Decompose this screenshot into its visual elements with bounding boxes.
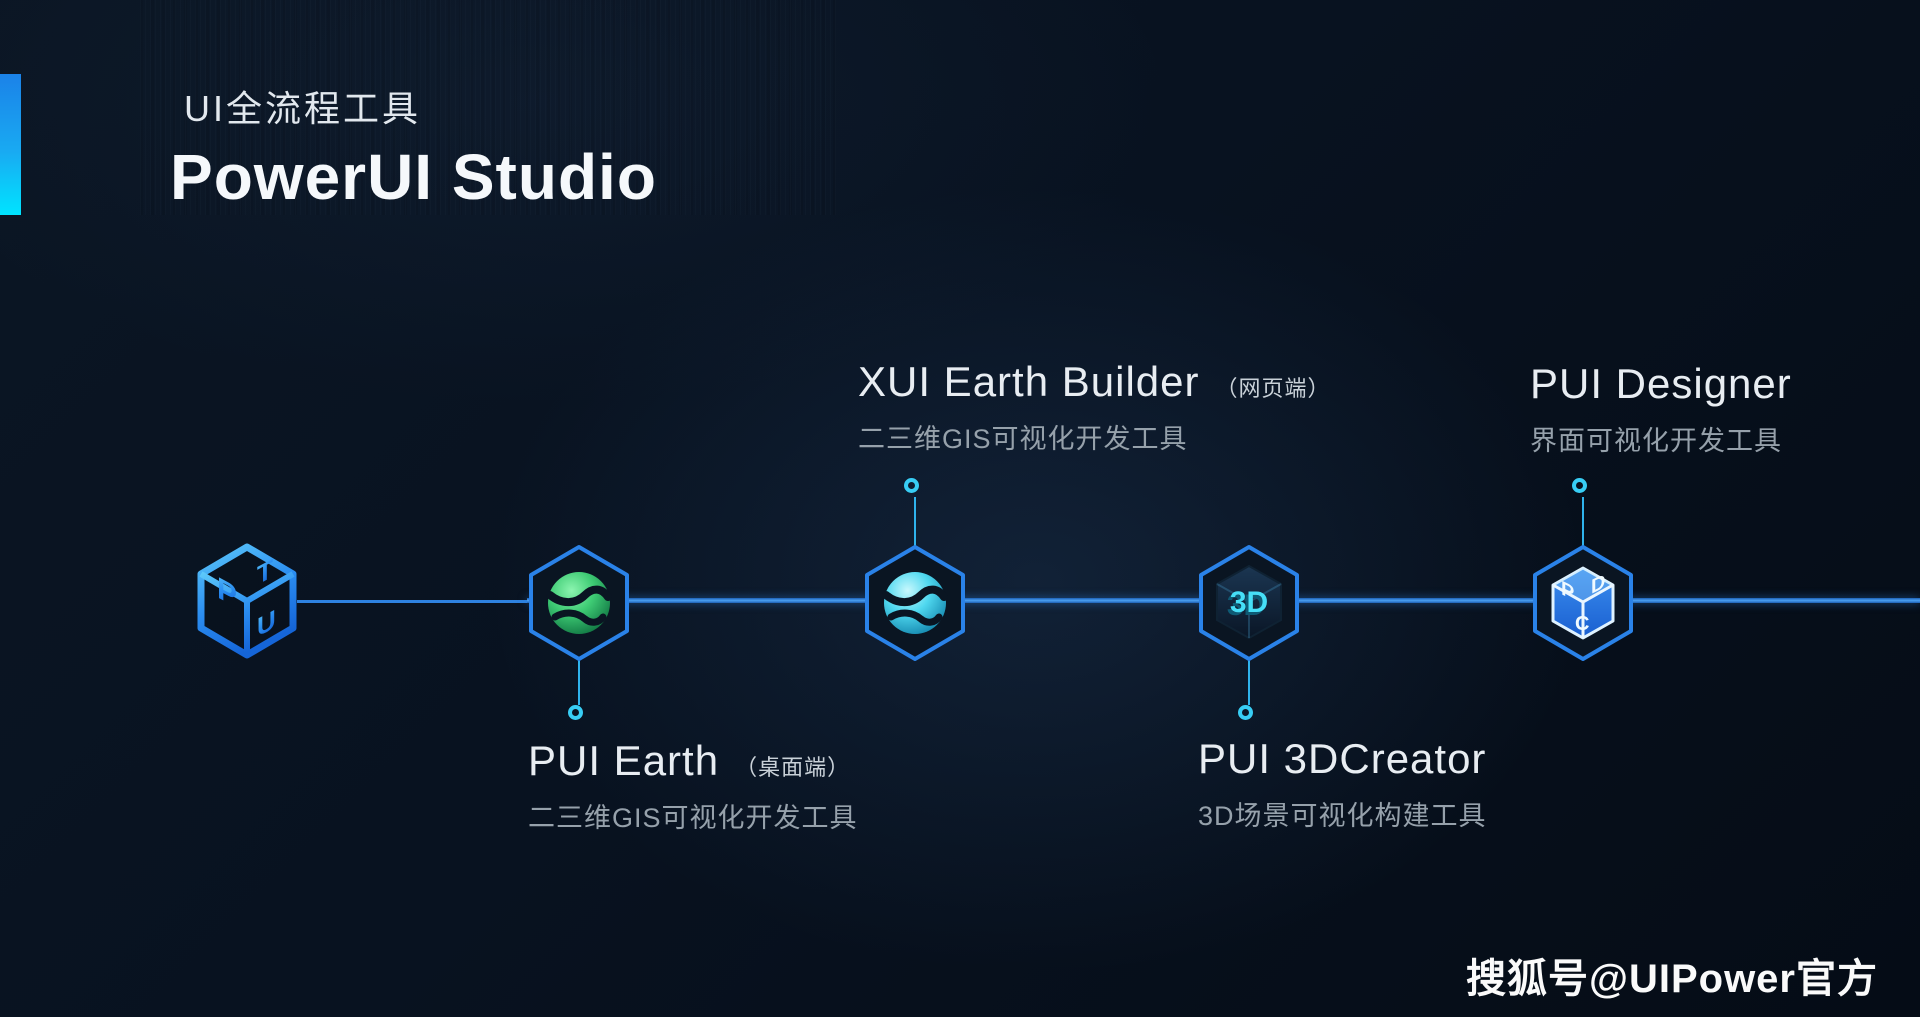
product-desc: 界面可视化开发工具	[1530, 426, 1782, 456]
accent-bar	[0, 74, 21, 215]
product-title: PUI Earth	[528, 737, 720, 784]
product-platform: （桌面端）	[735, 755, 851, 780]
product-desc: 二三维GIS可视化开发工具	[858, 424, 1188, 454]
logo-letter-u: U	[257, 604, 276, 643]
product-title: XUI Earth Builder	[858, 358, 1200, 405]
stem-pui-earth	[578, 659, 580, 705]
header: UI全流程工具 PowerUI Studio	[170, 80, 657, 214]
3d-text-shadow: 3D	[1227, 589, 1265, 622]
3d-cube-icon: 3D 3D	[1216, 564, 1282, 640]
hex-node-pui-3dcreator: 3D 3D	[1197, 544, 1301, 662]
label-pui-designer: PUI Designer 界面可视化开发工具	[1530, 360, 1792, 458]
powerui-logo-icon: P T U	[195, 543, 299, 661]
watermark: 搜狐号@UIPower官方	[1465, 957, 1878, 1001]
ring-node-pui-designer	[1572, 478, 1587, 493]
hex-node-pui-earth	[527, 544, 631, 662]
hex-node-pui-designer: P D C	[1531, 544, 1635, 662]
pdc-cube-icon: P D C	[1551, 566, 1615, 640]
label-pui-3dcreator: PUI 3DCreator 3D场景可视化构建工具	[1198, 735, 1487, 833]
page-subtitle: UI全流程工具	[184, 88, 422, 129]
product-desc: 二三维GIS可视化开发工具	[528, 803, 858, 833]
page-title: PowerUI Studio	[170, 141, 657, 213]
product-title: PUI Designer	[1530, 360, 1792, 407]
ring-node-pui-3dcreator	[1238, 705, 1253, 720]
pdc-letter-p: P	[1561, 577, 1574, 605]
product-desc: 3D场景可视化构建工具	[1198, 801, 1487, 831]
ring-node-xui-earth-builder	[904, 478, 919, 493]
logo-letter-t: T	[257, 553, 273, 590]
stem-pui-3dcreator	[1248, 659, 1250, 705]
logo-letter-p: P	[217, 570, 237, 614]
label-xui-earth-builder: XUI Earth Builder （网页端） 二三维GIS可视化开发工具	[858, 358, 1331, 456]
stem-pui-designer	[1582, 497, 1584, 547]
green-swirl-sphere-icon	[546, 572, 612, 634]
timeline-line-left	[297, 600, 529, 603]
product-title: PUI 3DCreator	[1198, 735, 1487, 782]
hex-node-xui-earth-builder	[863, 544, 967, 662]
pdc-letter-c: C	[1575, 613, 1589, 635]
pdc-letter-d: D	[1591, 570, 1605, 599]
stem-xui-earth-builder	[914, 497, 916, 547]
cyan-swirl-sphere-icon	[882, 572, 948, 634]
3d-text: 3D	[1230, 586, 1268, 619]
ring-node-pui-earth	[568, 705, 583, 720]
label-pui-earth: PUI Earth （桌面端） 二三维GIS可视化开发工具	[528, 737, 858, 835]
product-platform: （网页端）	[1215, 376, 1331, 401]
